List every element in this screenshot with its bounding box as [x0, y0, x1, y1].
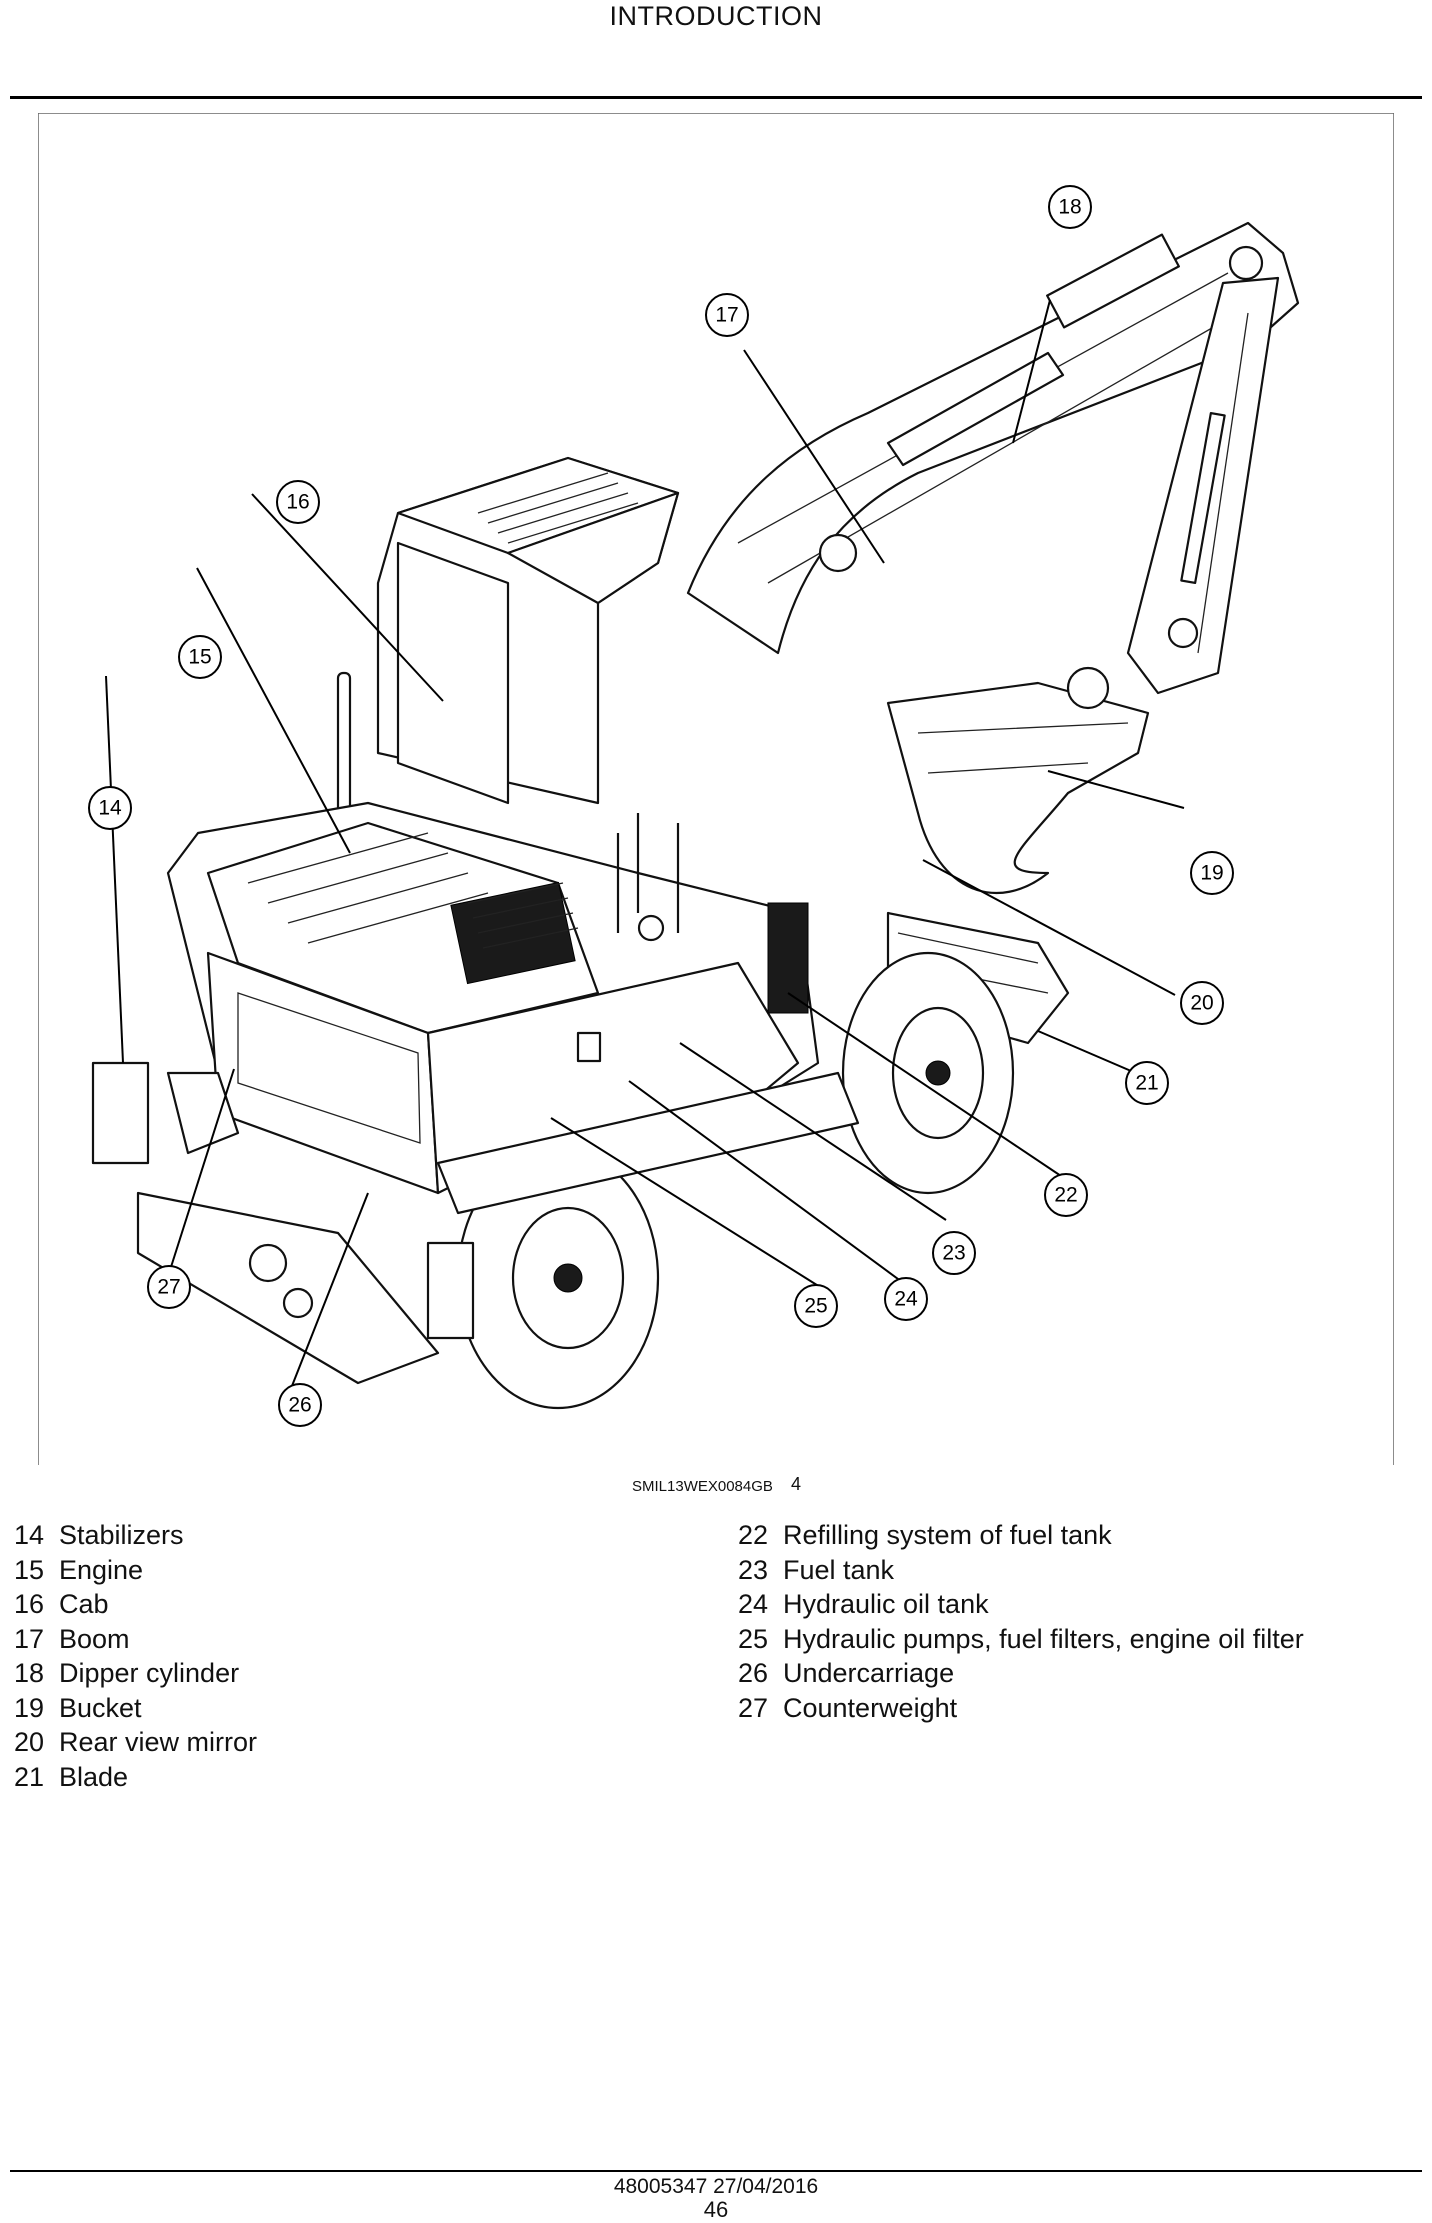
svg-text:27: 27 [157, 1276, 180, 1299]
legend-item: 27 Counterweight [738, 1691, 1304, 1726]
svg-text:26: 26 [288, 1394, 311, 1417]
legend-label: Stabilizers [59, 1520, 184, 1550]
legend-label: Undercarriage [783, 1658, 955, 1688]
legend-label: Hydraulic pumps, fuel filters, engine oi… [783, 1623, 1304, 1654]
callout-24: 24 [884, 1277, 928, 1321]
svg-text:22: 22 [1054, 1184, 1077, 1207]
svg-text:19: 19 [1200, 862, 1223, 885]
legend-number: 21 [14, 1761, 45, 1792]
legend-label: Blade [59, 1761, 129, 1792]
callout-21: 21 [1125, 1061, 1169, 1105]
legend-number: 14 [14, 1520, 45, 1550]
legend-label: Bucket [59, 1692, 142, 1723]
wheels-drawing [166, 951, 1015, 1410]
legend-label: Rear view mirror [59, 1727, 258, 1757]
callout-23: 23 [932, 1231, 976, 1275]
legend-number: 16 [14, 1589, 45, 1619]
legend-item: 24 Hydraulic oil tank [738, 1587, 1304, 1622]
svg-text:23: 23 [942, 1242, 965, 1265]
footer-page-number: 46 [703, 2197, 729, 2222]
legend-label: Boom [59, 1623, 130, 1654]
legend-label: Cab [59, 1589, 109, 1619]
legend-item: 17 Boom [14, 1622, 257, 1657]
svg-text:24: 24 [894, 1288, 918, 1311]
svg-text:14: 14 [98, 797, 122, 820]
legend-label: Hydraulic oil tank [783, 1589, 989, 1619]
legend-item: 21 Blade [14, 1760, 257, 1795]
legend-item: 20 Rear view mirror [14, 1725, 257, 1760]
legend-number: 24 [738, 1589, 769, 1619]
legend-label: Engine [59, 1554, 144, 1585]
legend-right-column: 22 Refilling system of fuel tank 23 Fuel t… [738, 1518, 1304, 1725]
figure-number: 4 [791, 1474, 802, 1494]
bucket-drawing [886, 666, 1150, 895]
legend-label: Refilling system of fuel tank [783, 1520, 1112, 1550]
svg-text:15: 15 [188, 646, 211, 669]
footer-document-reference: 48005347 27/04/2016 [613, 2175, 819, 2198]
legend-number: 18 [14, 1658, 45, 1688]
callout-17: 17 [705, 293, 749, 337]
legend-number: 25 [738, 1623, 769, 1654]
legend-number: 15 [14, 1554, 45, 1585]
figure-code: SMIL13WEX0084GB [632, 1478, 773, 1495]
legend-item: 16 Cab [14, 1587, 257, 1622]
legend-item: 15 Engine [14, 1553, 257, 1588]
svg-text:20: 20 [1190, 992, 1213, 1015]
legend-number: 26 [738, 1658, 769, 1688]
boom-drawing [686, 221, 1300, 655]
legend-item: 19 Bucket [14, 1691, 257, 1726]
undercarriage-drawing [91, 1061, 860, 1385]
header-rule [10, 96, 1422, 99]
svg-text:17: 17 [715, 304, 738, 327]
legend-label: Dipper cylinder [59, 1658, 240, 1688]
footer-rule [10, 2170, 1422, 2172]
legend-item: 14 Stabilizers [14, 1518, 257, 1553]
page-header-title: INTRODUCTION [609, 1, 823, 31]
callout-16: 16 [276, 480, 320, 524]
callout-18: 18 [1048, 185, 1092, 229]
callout-20: 20 [1180, 981, 1224, 1025]
cab-drawing [336, 456, 680, 825]
svg-text:25: 25 [804, 1295, 827, 1318]
legend-number: 20 [14, 1727, 45, 1757]
callout-26: 26 [278, 1383, 322, 1427]
legend-item: 26 Undercarriage [738, 1656, 1304, 1691]
callout-22: 22 [1044, 1173, 1088, 1217]
callout-25: 25 [794, 1284, 838, 1328]
legend-number: 27 [738, 1692, 769, 1723]
legend-number: 23 [738, 1554, 769, 1585]
dipper-arm-drawing [1126, 276, 1280, 695]
legend-number: 17 [14, 1623, 45, 1654]
legend-item: 18 Dipper cylinder [14, 1656, 257, 1691]
legend-label: Fuel tank [783, 1554, 895, 1585]
legend-left-column: 14 Stabilizers 15 Engine 16 Cab 17 Boom 18 Di… [14, 1518, 257, 1794]
excavator-figure: 14 15 16 17 18 19 20 21 22 23 24 [37, 112, 1395, 1465]
legend-item: 22 Refilling system of fuel tank [738, 1518, 1304, 1553]
legend-number: 22 [738, 1520, 769, 1550]
callout-27: 27 [147, 1265, 191, 1309]
svg-text:16: 16 [286, 491, 309, 514]
legend-label: Counterweight [783, 1692, 958, 1723]
svg-text:21: 21 [1135, 1072, 1158, 1095]
legend-item: 25 Hydraulic pumps, fuel filters, engine … [738, 1622, 1304, 1657]
callout-14: 14 [88, 786, 132, 830]
svg-text:18: 18 [1058, 196, 1081, 219]
leader-lines [105, 299, 1185, 1392]
callout-15: 15 [178, 635, 222, 679]
legend-number: 19 [14, 1692, 45, 1723]
legend-item: 23 Fuel tank [738, 1553, 1304, 1588]
callout-19: 19 [1190, 851, 1234, 895]
upper-structure-drawing [166, 801, 820, 1195]
excavator-illustration: 14 15 16 17 18 19 20 21 22 23 24 [37, 112, 1395, 1465]
